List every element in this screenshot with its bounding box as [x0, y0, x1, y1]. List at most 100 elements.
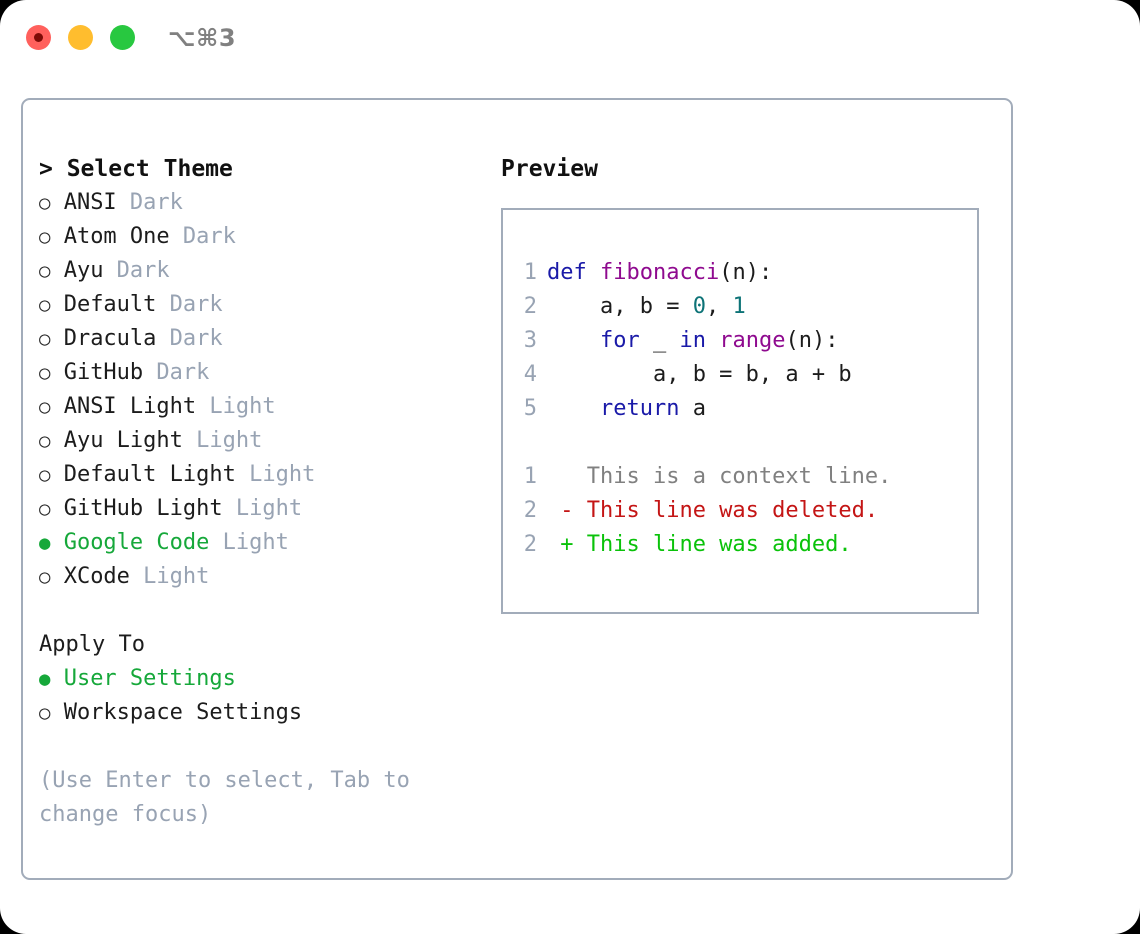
theme-option-tag: Dark	[143, 360, 210, 385]
theme-option-google-code[interactable]: ● Google Code Light	[39, 526, 489, 560]
theme-option-tag: Light	[235, 462, 316, 487]
radio-unselected-icon: ○	[39, 226, 51, 248]
code-token: fibonacci	[599, 260, 720, 285]
theme-option-xcode[interactable]: ○ XCode Light	[39, 560, 489, 594]
theme-option-label: GitHub Light	[50, 496, 223, 521]
apply-to-option-label: User Settings	[50, 666, 236, 691]
theme-option-tag: Light	[129, 564, 210, 589]
maximize-button[interactable]	[110, 25, 135, 50]
preview-heading: Preview	[501, 156, 598, 182]
code-token	[547, 328, 600, 353]
code-token: return	[599, 396, 680, 421]
theme-option-ayu-light[interactable]: ○ Ayu Light Light	[39, 424, 489, 458]
apply-to-option-user-settings[interactable]: ● User Settings	[39, 662, 489, 696]
radio-unselected-icon: ○	[39, 328, 51, 350]
theme-option-label: ANSI	[50, 190, 117, 215]
code-token: range	[719, 328, 786, 353]
code-token	[706, 328, 719, 353]
theme-option-label: XCode	[50, 564, 130, 589]
theme-option-tag: Dark	[156, 292, 223, 317]
theme-option-tag: Dark	[169, 224, 236, 249]
code-token: in	[679, 328, 706, 353]
main-panel: > Select Theme ○ ANSI Dark○ Atom One Dar…	[21, 98, 1013, 880]
diff-line: 2 + This line was added.	[513, 528, 977, 562]
radio-unselected-icon: ○	[39, 430, 51, 452]
theme-option-tag: Light	[222, 496, 303, 521]
traffic-light-controls	[26, 25, 135, 50]
radio-unselected-icon: ○	[39, 294, 51, 316]
line-number: 1	[523, 260, 537, 285]
theme-selection-column: > Select Theme ○ ANSI Dark○ Atom One Dar…	[39, 152, 489, 832]
theme-option-label: ANSI Light	[50, 394, 197, 419]
code-token: 1	[732, 294, 746, 319]
line-number: 2	[523, 498, 537, 523]
theme-option-ansi[interactable]: ○ ANSI Dark	[39, 186, 489, 220]
code-token: a, b = b, a + b	[547, 362, 852, 387]
theme-option-github[interactable]: ○ GitHub Dark	[39, 356, 489, 390]
radio-unselected-icon: ○	[39, 566, 51, 588]
theme-option-dracula[interactable]: ○ Dracula Dark	[39, 322, 489, 356]
minimize-button[interactable]	[68, 25, 93, 50]
line-number: 4	[523, 362, 537, 387]
theme-option-default[interactable]: ○ Default Dark	[39, 288, 489, 322]
code-token: (n):	[785, 328, 839, 353]
code-token: ,	[705, 294, 733, 319]
code-line: 3 for _ in range(n):	[513, 324, 977, 358]
theme-option-label: Atom One	[50, 224, 170, 249]
line-number: 2	[523, 532, 537, 557]
code-token: 0	[692, 294, 706, 319]
title-bar: ⌥⌘3	[0, 0, 1140, 78]
code-token: a	[679, 396, 706, 421]
code-line: 5 return a	[513, 392, 977, 426]
code-token	[547, 396, 600, 421]
radio-selected-icon: ●	[39, 668, 51, 690]
theme-option-label: Ayu Light	[50, 428, 183, 453]
diff-spacer	[513, 426, 977, 460]
diff-line-text: This is a context line.	[547, 464, 892, 489]
diff-line: 1 This is a context line.	[513, 460, 977, 494]
theme-option-atom-one[interactable]: ○ Atom One Dark	[39, 220, 489, 254]
section-spacer	[39, 594, 489, 628]
theme-option-label: Default Light	[50, 462, 236, 487]
theme-list: ○ ANSI Dark○ Atom One Dark○ Ayu Dark○ De…	[39, 186, 489, 594]
theme-option-tag: Light	[209, 530, 289, 555]
apply-to-option-workspace-settings[interactable]: ○ Workspace Settings	[39, 696, 489, 730]
theme-option-ayu[interactable]: ○ Ayu Dark	[39, 254, 489, 288]
close-button[interactable]	[26, 25, 51, 50]
line-number: 5	[523, 396, 537, 421]
theme-option-tag: Dark	[156, 326, 223, 351]
radio-unselected-icon: ○	[39, 702, 51, 724]
theme-option-tag: Dark	[116, 190, 183, 215]
theme-option-tag: Light	[182, 428, 263, 453]
theme-option-tag: Dark	[103, 258, 170, 283]
diff-sample: 1 This is a context line.2 - This line w…	[513, 460, 977, 562]
theme-option-ansi-light[interactable]: ○ ANSI Light Light	[39, 390, 489, 424]
radio-unselected-icon: ○	[39, 260, 51, 282]
radio-unselected-icon: ○	[39, 396, 51, 418]
code-token: for	[599, 328, 640, 353]
select-theme-heading: > Select Theme	[39, 156, 233, 182]
theme-option-label: GitHub	[50, 360, 144, 385]
code-token: a, b =	[547, 294, 693, 319]
keyboard-hint-text: (Use Enter to select, Tab to change focu…	[39, 768, 410, 827]
radio-unselected-icon: ○	[39, 464, 51, 486]
line-number: 2	[523, 294, 537, 319]
theme-option-label: Google Code	[50, 530, 210, 555]
apply-to-list: ● User Settings○ Workspace Settings	[39, 662, 489, 730]
radio-unselected-icon: ○	[39, 498, 51, 520]
apply-to-heading: Apply To	[39, 632, 145, 657]
diff-line-text: + This line was added.	[547, 532, 852, 557]
theme-option-label: Dracula	[50, 326, 157, 351]
theme-option-label: Default	[50, 292, 157, 317]
theme-option-default-light[interactable]: ○ Default Light Light	[39, 458, 489, 492]
line-number: 1	[523, 464, 537, 489]
code-token: (n):	[719, 260, 773, 285]
radio-selected-icon: ●	[39, 532, 51, 554]
theme-option-github-light[interactable]: ○ GitHub Light Light	[39, 492, 489, 526]
code-line: 2 a, b = 0, 1	[513, 290, 977, 324]
